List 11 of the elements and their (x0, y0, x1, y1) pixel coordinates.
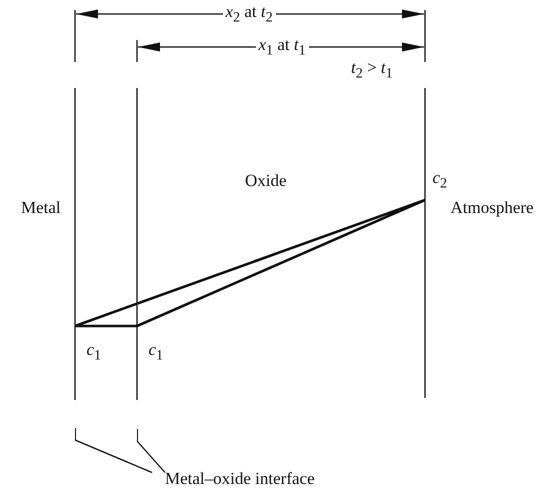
region-label: Atmosphere (450, 198, 535, 216)
region-label: Oxide (244, 172, 288, 188)
region-label: Metal (20, 198, 62, 216)
concentration-label: c$_{1}$ (86, 341, 102, 363)
leader-line (136, 440, 166, 473)
leader-line (74, 439, 152, 474)
interface-line-stub (136, 429, 138, 441)
interface-line-stub (74, 428, 76, 440)
concentration-label: c$_{1}$ (148, 341, 164, 363)
annotation-text: Metal–oxide interface (165, 470, 315, 486)
concentration-label: c$_{2}$ (432, 169, 448, 191)
